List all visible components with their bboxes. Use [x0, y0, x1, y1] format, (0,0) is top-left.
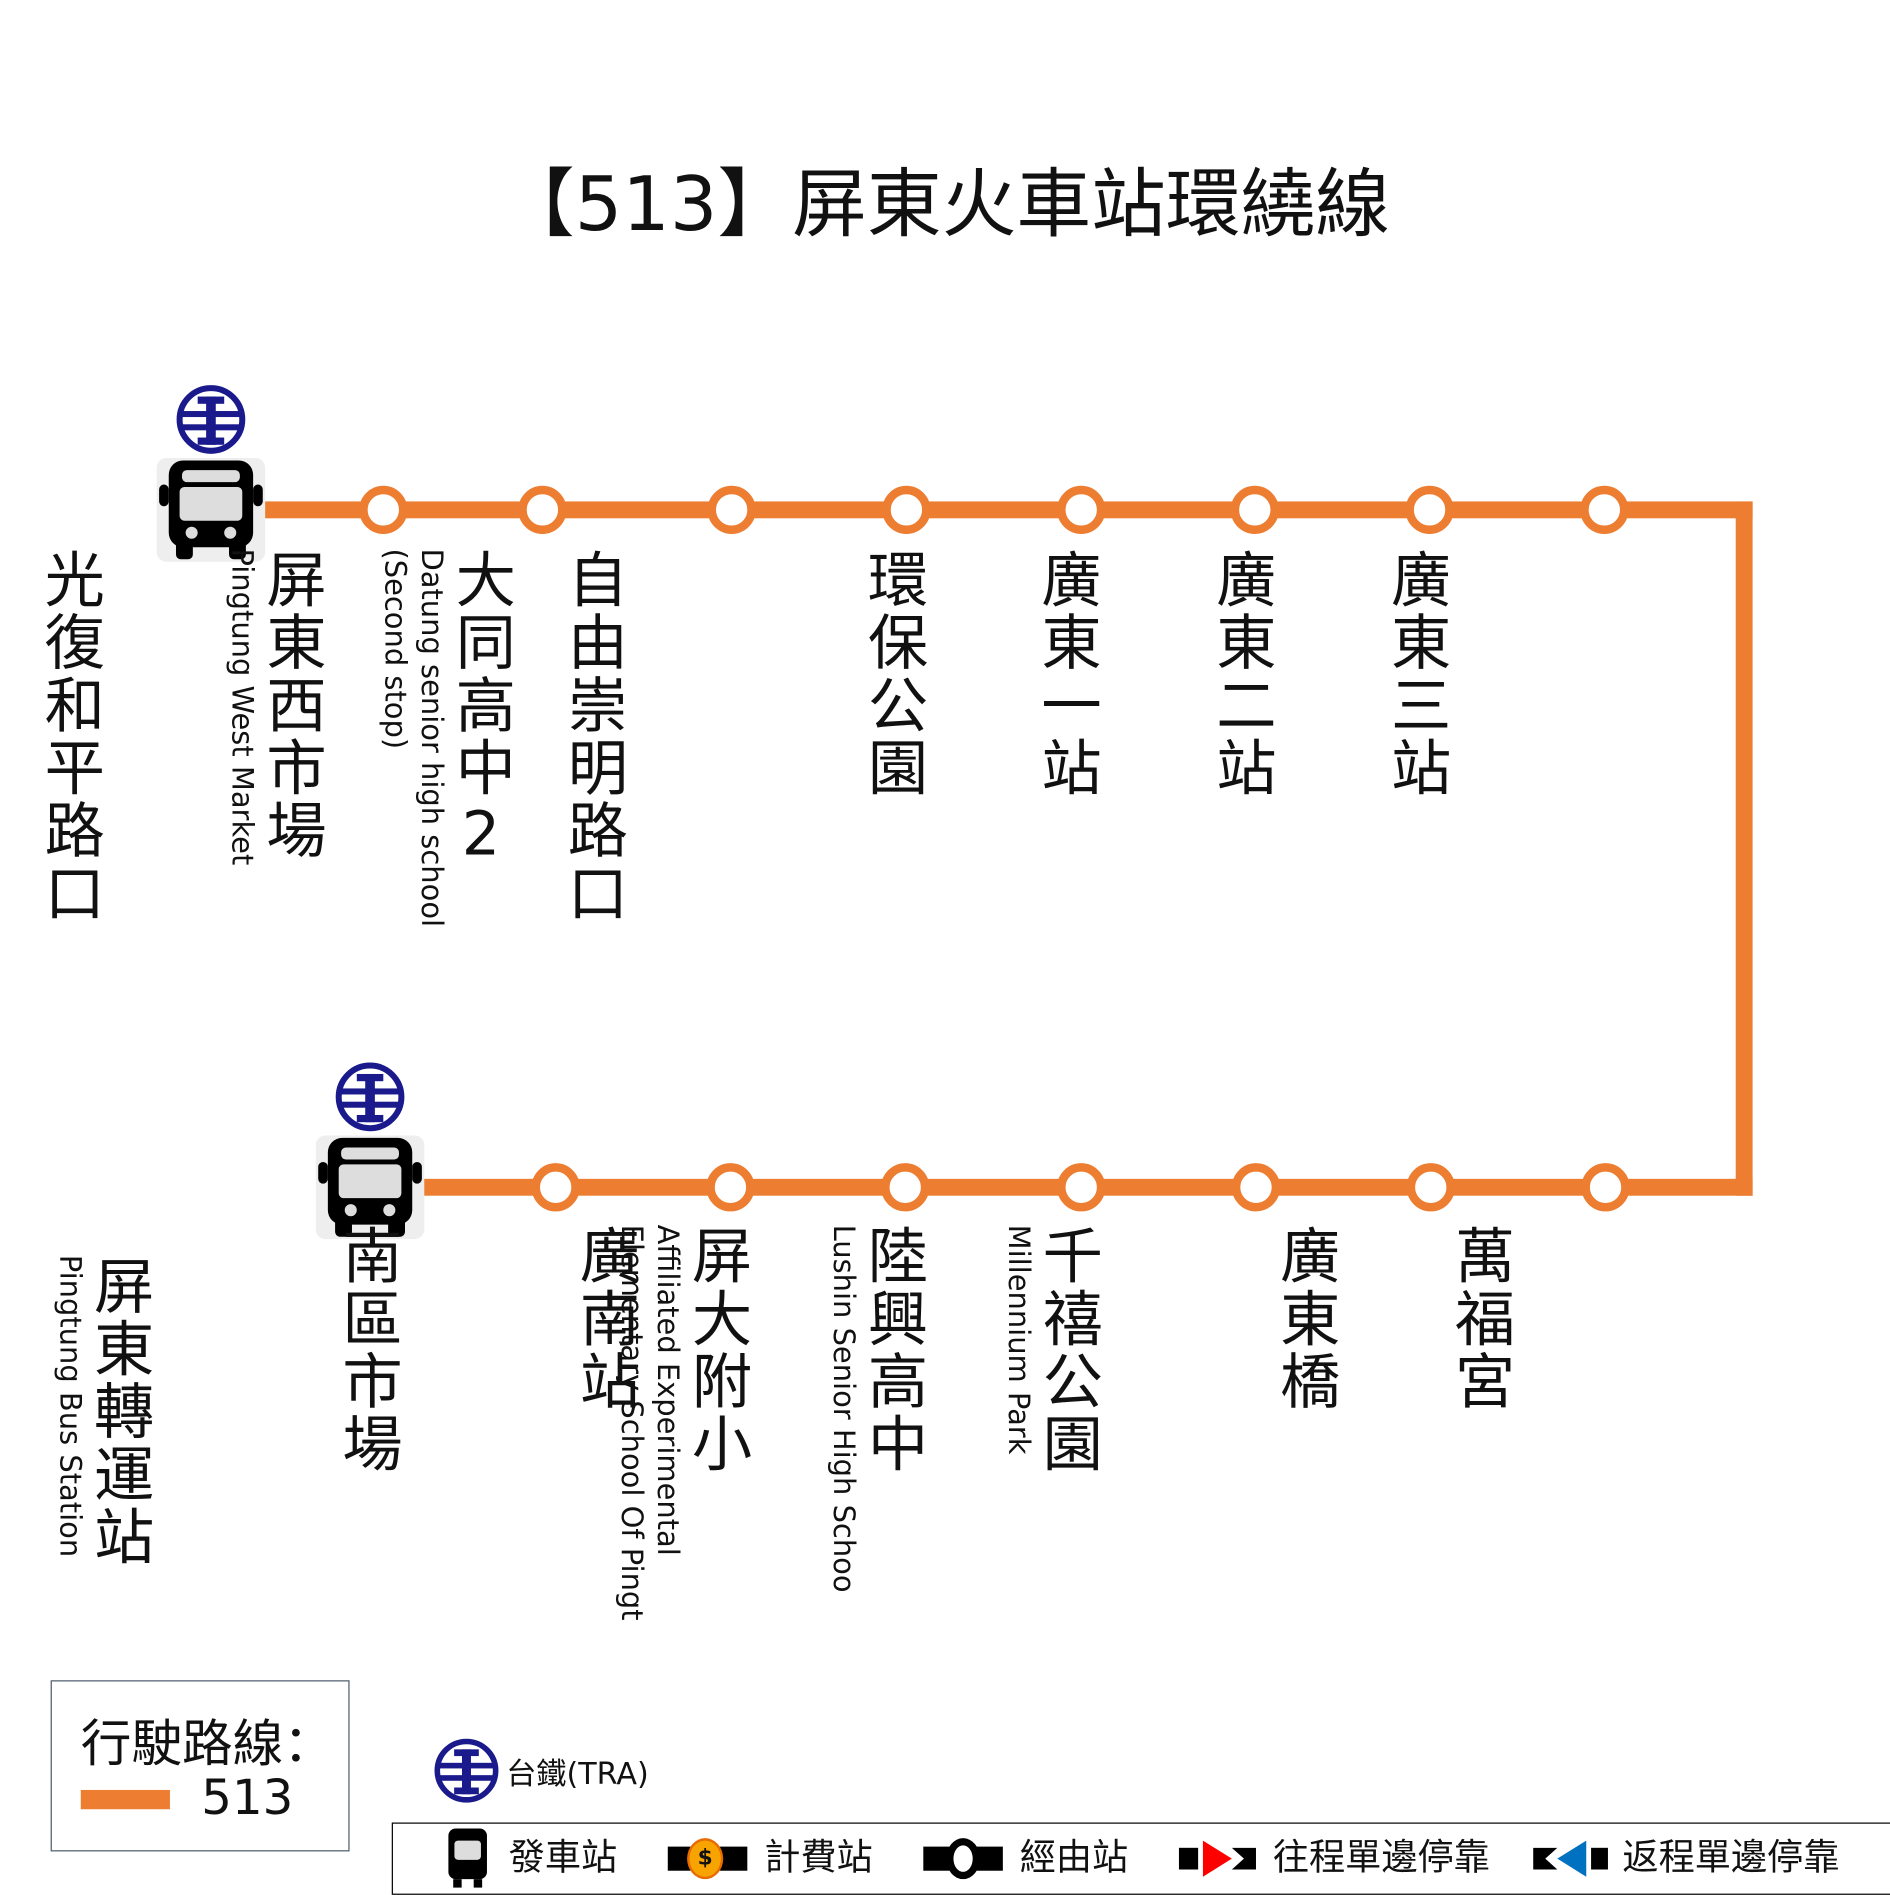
key-depart-label: 發車站 — [508, 1836, 618, 1880]
key-return-label: 返程單邊停靠 — [1622, 1836, 1840, 1880]
station-name-zh: 大同高中2 — [445, 548, 516, 872]
station-name-en: Lushin Senior High Schoo — [826, 1224, 861, 1593]
return-arrow-icon — [1531, 1838, 1611, 1884]
station-name-zh: 屏東轉運站 — [84, 1254, 155, 1569]
station-label: 廣東一站 — [1031, 548, 1286, 800]
station-name-zh: 廣東一站 — [1031, 548, 1102, 800]
symbol-key: 發車站 $ 計費站 經由站 往程單邊停靠 返程單邊停靠 — [391, 1822, 1890, 1895]
station-name-zh: 自由崇明路口 — [558, 548, 628, 925]
station-label: 廣東橋 — [1270, 1224, 1462, 1413]
bus-icon — [444, 1828, 492, 1889]
station-name-en: Pingtung West Market — [225, 548, 260, 866]
key-fare-label: 計費站 — [764, 1836, 873, 1880]
stop-marker[interactable] — [359, 485, 408, 534]
outbound-arrow-icon — [1178, 1838, 1259, 1884]
bus-terminal-icon[interactable] — [315, 1135, 425, 1240]
station-name-zh: 屏東西市場 — [256, 548, 327, 862]
stop-marker[interactable] — [518, 485, 567, 534]
station-name-en: Elementary School Of Pingt — [614, 1224, 649, 1621]
stop-marker[interactable] — [707, 485, 756, 534]
station-name-zh: 廣東三站 — [1381, 548, 1452, 800]
station-name-en: Datung senior high school — [414, 548, 449, 928]
tra-logo-icon — [335, 1062, 405, 1137]
bus-terminal-icon[interactable] — [156, 458, 266, 562]
stop-marker[interactable] — [881, 1163, 930, 1212]
via-stop-icon — [923, 1838, 1003, 1880]
stop-marker[interactable] — [1580, 485, 1629, 534]
key-outbound-label: 往程單邊停靠 — [1272, 1836, 1490, 1880]
map-title: 【513】屏東火車站環繞線 — [500, 160, 1390, 249]
stop-marker[interactable] — [1405, 485, 1454, 534]
route-legend: 行駛路線： 513 — [50, 1680, 350, 1852]
legend-route-number: 513 — [201, 1770, 294, 1827]
station-label: 南區市場 — [332, 1224, 587, 1476]
station-name-en: Affiliated Experimental — [650, 1224, 685, 1556]
station-label: 廣南站 — [570, 1224, 762, 1413]
stop-marker[interactable] — [706, 1163, 755, 1212]
station-name-en: (Second stop) — [378, 548, 413, 750]
station-name-zh: 光復和平路口 — [34, 548, 105, 925]
fare-stop-icon: $ — [667, 1838, 748, 1880]
key-via-label: 經由站 — [1019, 1836, 1129, 1880]
station-name-zh: 屏大附小 — [682, 1224, 753, 1476]
tra-legend-label: 台鐵(TRA) — [506, 1756, 649, 1792]
station-label: 自由崇明路口 — [558, 548, 938, 925]
station-name-zh: 南區市場 — [332, 1224, 403, 1476]
station-name-zh: 陸興高中 — [858, 1224, 929, 1476]
station-name-zh: 環保公園 — [858, 548, 929, 800]
stop-marker[interactable] — [882, 485, 931, 534]
stop-marker[interactable] — [1406, 1163, 1455, 1212]
stop-marker[interactable] — [1057, 485, 1106, 534]
station-name-zh: 廣南站 — [570, 1224, 641, 1413]
station-name-zh: 廣東橋 — [1270, 1224, 1341, 1413]
route-color-swatch — [80, 1789, 170, 1810]
station-label: 廣東二站 — [1206, 548, 1461, 800]
station-label: 萬福宮 — [1445, 1224, 1637, 1413]
legend-title: 行駛路線： — [80, 1714, 334, 1774]
station-label: 光復和平路口 — [34, 548, 415, 925]
tra-logo-icon — [434, 1738, 499, 1808]
station-name-en: Pingtung Bus Station — [53, 1254, 87, 1558]
stop-marker[interactable] — [1057, 1163, 1106, 1212]
station-name-zh: 萬福宮 — [1445, 1224, 1516, 1413]
stop-marker[interactable] — [1230, 485, 1279, 534]
stop-marker[interactable] — [1581, 1163, 1630, 1212]
station-label: 廣東三站 — [1381, 548, 1636, 800]
station-name-en: Millennium Park — [1001, 1224, 1036, 1455]
route-line-right — [1735, 501, 1753, 1196]
route-line-top — [210, 501, 1753, 519]
station-name-zh: 千禧公園 — [1032, 1224, 1103, 1476]
stop-marker[interactable] — [531, 1163, 580, 1212]
tra-logo-icon — [176, 385, 246, 460]
stop-marker[interactable] — [1231, 1163, 1281, 1212]
station-name-zh: 廣東二站 — [1206, 548, 1277, 800]
station-label: 環保公園 — [858, 548, 1113, 800]
